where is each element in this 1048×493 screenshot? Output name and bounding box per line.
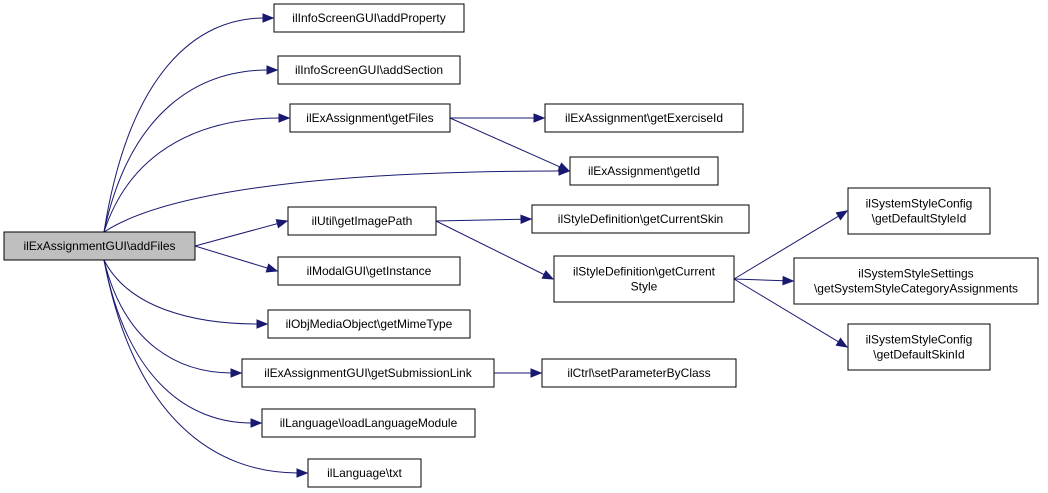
edge-getImagePath-to-getCurrentStyle [435, 220, 555, 280]
edge-root-to-addSection [103, 65, 279, 233]
node-getSystemStyleCategoryAssignments[interactable]: ilSystemStyleSettings\getSystemStyleCate… [793, 257, 1039, 305]
node-addProperty[interactable]: ilInfoScreenGUI\addProperty [273, 3, 465, 33]
edge-root-to-getMimeType [103, 259, 269, 329]
node-label: ilSystemStyleSettings [858, 267, 973, 281]
node-getDefaultSkinId[interactable]: ilSystemStyleConfig\getDefaultSkinId [847, 323, 991, 371]
edge-getCurrentStyle-to-getDefaultSkinId [733, 278, 849, 348]
node-box [277, 256, 461, 286]
node-label: ilInfoScreenGUI\addProperty [292, 11, 445, 25]
node-label: ilLanguage\txt [327, 466, 402, 480]
node-label: \getDefaultStyleId [872, 212, 967, 226]
node-getFiles[interactable]: ilExAssignment\getFiles [289, 103, 451, 133]
node-box [261, 408, 476, 438]
node-label: ilObjMediaObject\getMimeType [286, 317, 453, 331]
edge-root-to-loadLanguageModule [103, 259, 263, 428]
node-label: ilCtrl\setParameterByClass [567, 366, 710, 380]
node-label: ilExAssignment\getExerciseId [565, 111, 723, 125]
node-label: \getSystemStyleCategoryAssignments [814, 282, 1018, 296]
node-box [847, 323, 991, 371]
node-label: ilStyleDefinition\getCurrentSkin [558, 212, 723, 226]
node-getCurrentSkin[interactable]: ilStyleDefinition\getCurrentSkin [531, 204, 750, 234]
node-box [531, 204, 750, 234]
node-txt[interactable]: ilLanguage\txt [307, 458, 422, 488]
node-label: ilStyleDefinition\getCurrent [573, 265, 716, 279]
edge-root-to-txt [103, 259, 309, 478]
node-label: ilInfoScreenGUI\addSection [295, 63, 443, 77]
edge-getCurrentStyle-to-getDefaultStyleId [733, 210, 849, 280]
node-getInstance[interactable]: ilModalGUI\getInstance [277, 256, 461, 286]
node-box [277, 55, 461, 85]
node-getDefaultStyleId[interactable]: ilSystemStyleConfig\getDefaultStyleId [847, 187, 991, 235]
node-label: ilSystemStyleConfig [866, 333, 973, 347]
edge-root-to-addProperty [103, 13, 275, 233]
node-box [541, 358, 737, 388]
node-setParameterByClass[interactable]: ilCtrl\setParameterByClass [541, 358, 737, 388]
node-label: \getDefaultSkinId [873, 348, 964, 362]
edge-getCurrentStyle-to-getSystemStyleCategoryAssignments [733, 275, 795, 286]
node-label: ilModalGUI\getInstance [307, 264, 432, 278]
edge-root-to-getImagePath [194, 219, 289, 247]
node-root[interactable]: ilExAssignmentGUI\addFiles [3, 231, 196, 261]
node-loadLanguageModule[interactable]: ilLanguage\loadLanguageModule [261, 408, 476, 438]
node-box [241, 358, 495, 388]
nodes-layer: ilExAssignmentGUI\addFiles ilInfoScreenGU… [3, 3, 1039, 488]
node-box [267, 309, 471, 339]
node-getSubmissionLink[interactable]: ilExAssignmentGUI\getSubmissionLink [241, 358, 495, 388]
node-box [273, 3, 465, 33]
node-getExerciseId[interactable]: ilExAssignment\getExerciseId [544, 103, 744, 133]
edges-layer [103, 13, 849, 478]
edge-root-to-getInstance [194, 245, 279, 273]
node-box [569, 156, 719, 186]
node-label: ilExAssignmentGUI\addFiles [23, 239, 175, 253]
node-getImagePath[interactable]: ilUtil\getImagePath [287, 206, 437, 236]
node-label: ilExAssignment\getId [588, 164, 700, 178]
node-box [544, 103, 744, 133]
edge-root-to-getFiles [103, 113, 291, 233]
node-label: ilExAssignmentGUI\getSubmissionLink [264, 366, 472, 380]
node-label: ilUtil\getImagePath [312, 214, 413, 228]
node-box [793, 257, 1039, 305]
node-box [553, 255, 735, 303]
node-getId[interactable]: ilExAssignment\getId [569, 156, 719, 186]
edge-getImagePath-to-getCurrentSkin [435, 214, 533, 224]
node-label: Style [631, 280, 658, 294]
node-label: ilExAssignment\getFiles [306, 111, 433, 125]
node-box [289, 103, 451, 133]
node-getMimeType[interactable]: ilObjMediaObject\getMimeType [267, 309, 471, 339]
node-label: ilLanguage\loadLanguageModule [280, 416, 458, 430]
node-addSection[interactable]: ilInfoScreenGUI\addSection [277, 55, 461, 85]
node-box [287, 206, 437, 236]
edge-getFiles-to-getExerciseId [450, 113, 546, 123]
node-box [847, 187, 991, 235]
node-box [3, 231, 196, 261]
node-label: ilSystemStyleConfig [866, 197, 973, 211]
edge-root-to-getSubmissionLink [103, 259, 243, 378]
edge-getSubmissionLink-to-setParameterByClass [494, 368, 543, 378]
node-box [307, 458, 422, 488]
edge-getFiles-to-getId [449, 117, 571, 172]
